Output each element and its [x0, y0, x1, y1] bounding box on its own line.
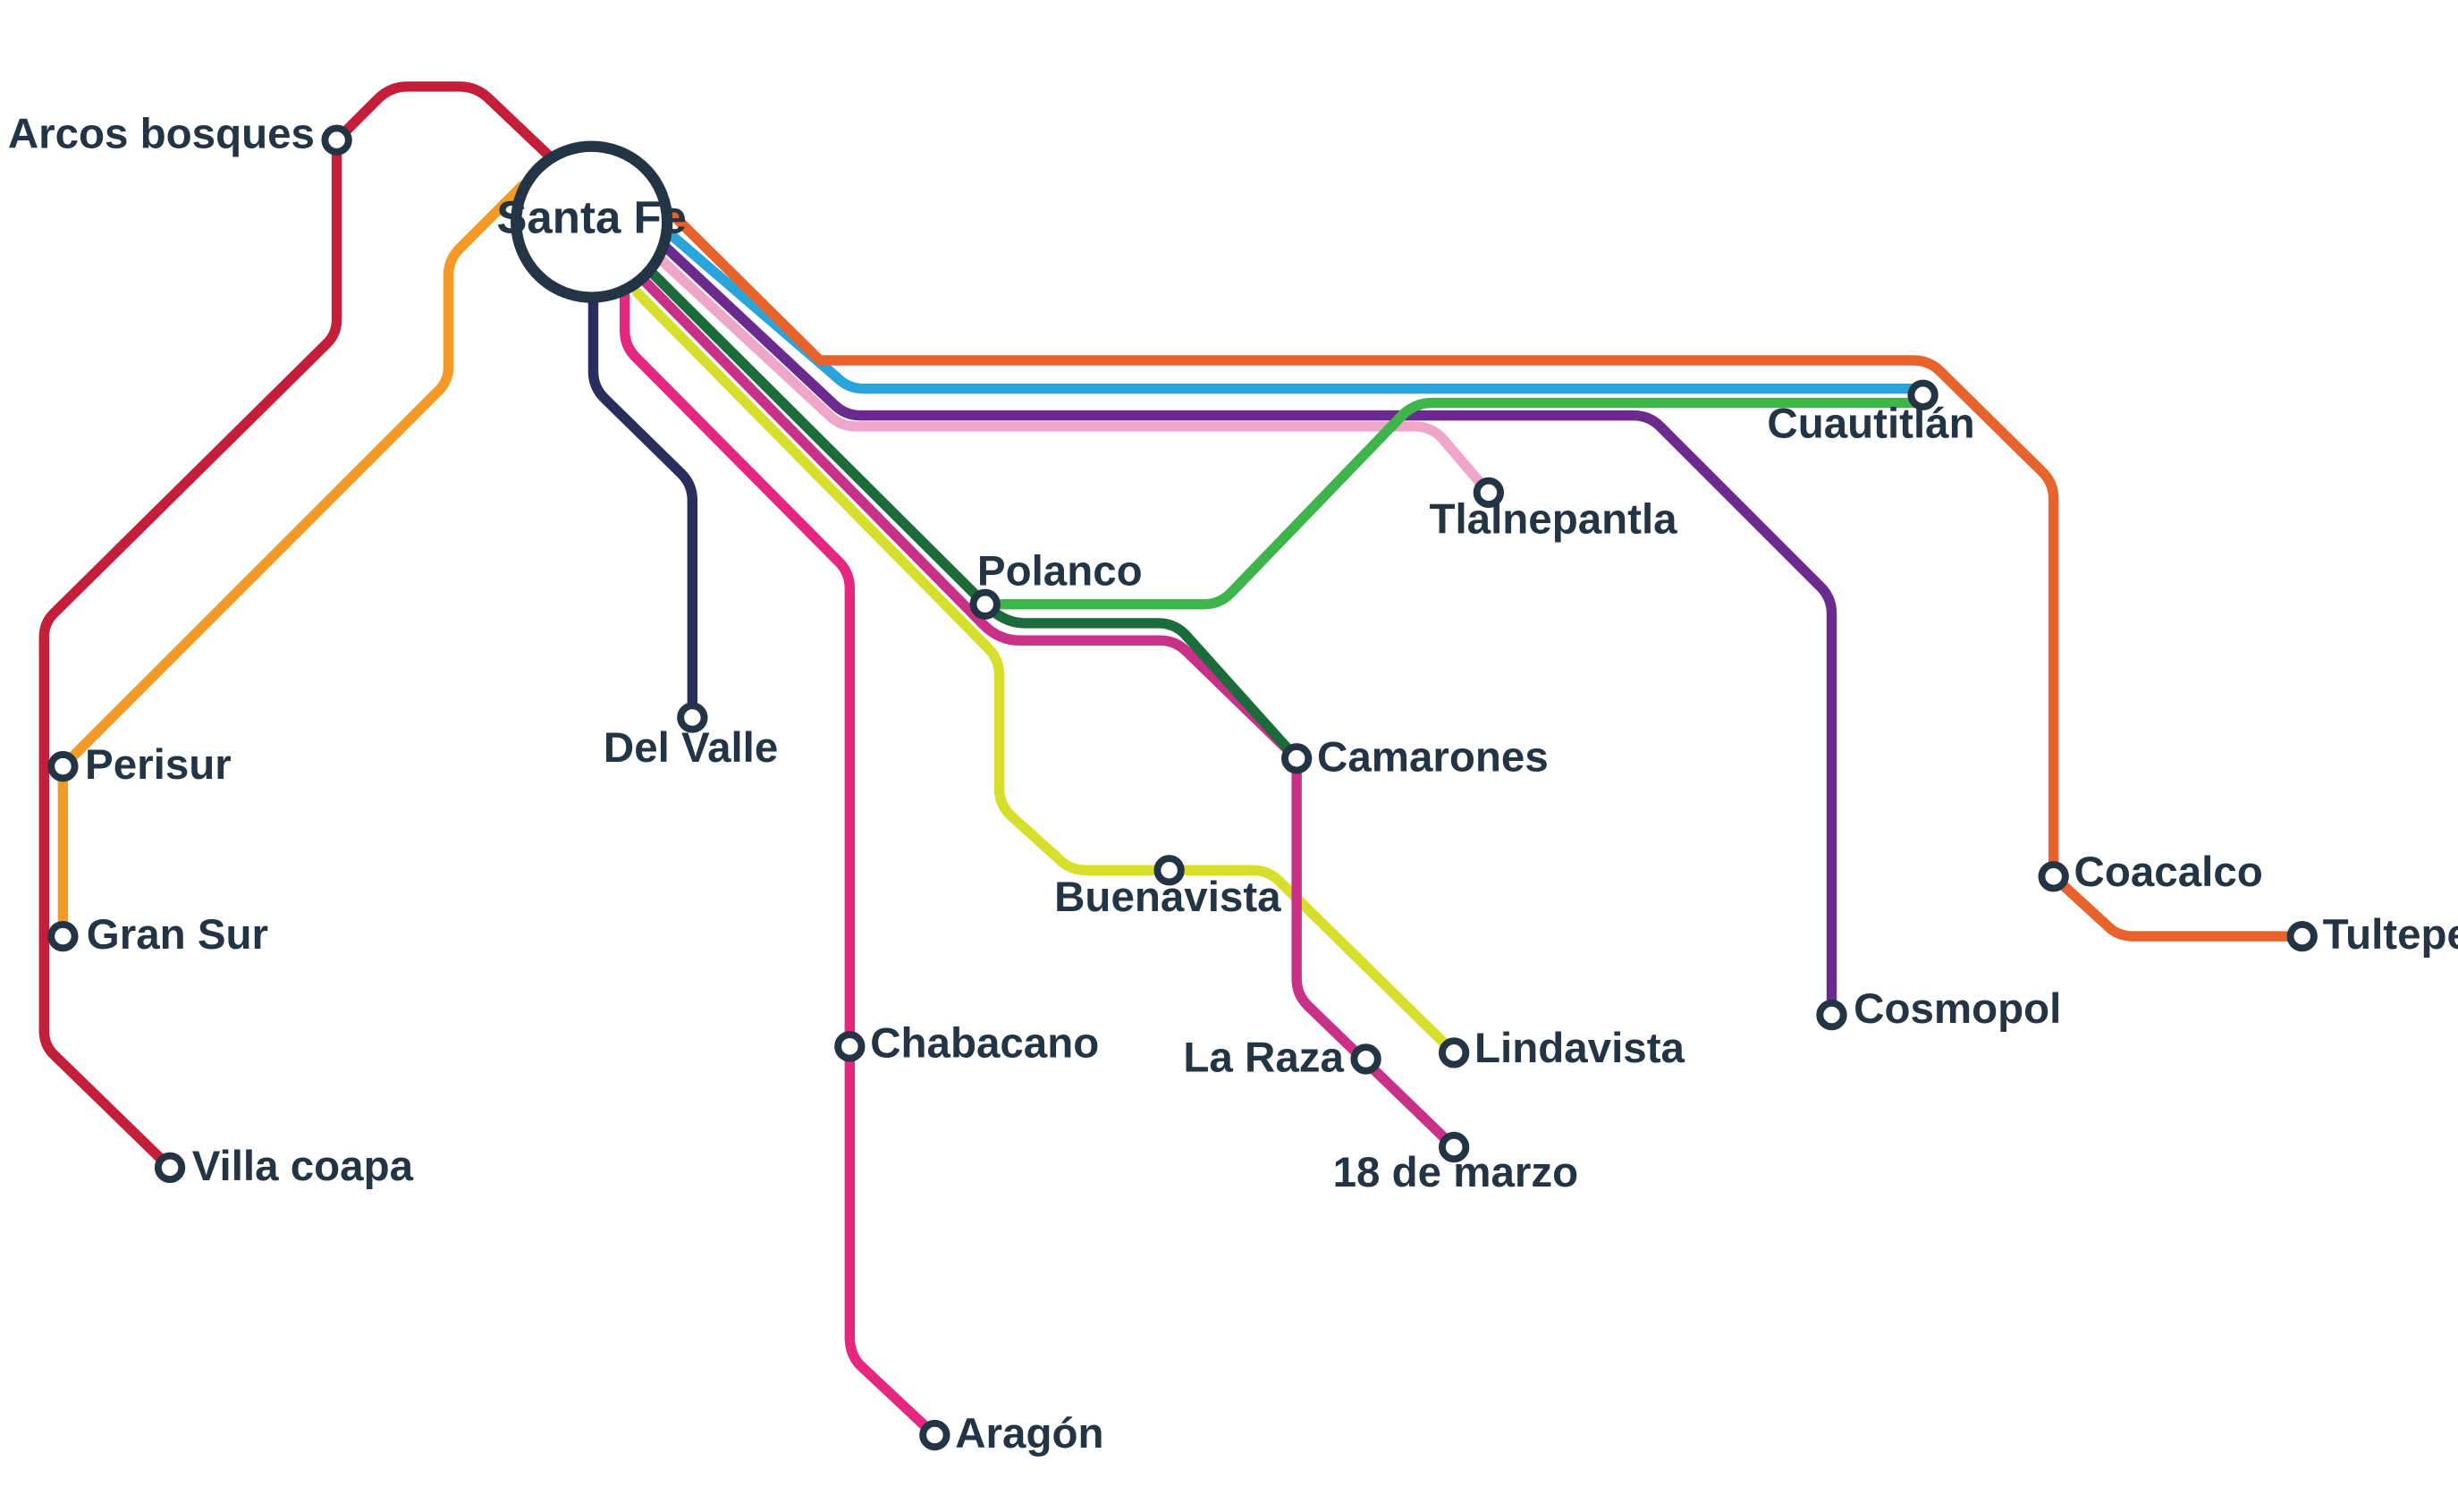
station-marker-perisur[interactable]	[47, 750, 79, 782]
station-label-arcos-bosques: Arcos bosques	[8, 110, 315, 157]
station-label-camarones: Camarones	[1317, 733, 1549, 781]
station-label-la-raza: La Raza	[1183, 1034, 1344, 1081]
station-marker-del-valle[interactable]	[677, 702, 708, 733]
station-label-tultepec: Tultepec	[2323, 911, 2458, 959]
station-marker-18-de-marzo[interactable]	[1438, 1131, 1470, 1163]
line-purple	[660, 241, 1837, 1020]
station-label-gran-sur: Gran Sur	[87, 911, 268, 959]
line-sky-blue	[663, 227, 1929, 394]
hub-marker-santa-fe[interactable]	[511, 140, 673, 303]
station-label-18-de-marzo: 18 de marzo	[1333, 1149, 1579, 1196]
station-label-polanco: Polanco	[977, 548, 1143, 596]
station-marker-camarones[interactable]	[1280, 743, 1313, 774]
line-pink-light	[655, 254, 1494, 498]
station-label-tlalnepantla: Tlalnepantla	[1429, 496, 1677, 544]
station-label-chabacano: Chabacano	[870, 1020, 1099, 1068]
line-orange-light	[57, 180, 528, 942]
station-marker-lindavista[interactable]	[1438, 1037, 1470, 1069]
hub-label: Santa Fe	[496, 191, 687, 242]
station-marker-la-raza[interactable]	[1350, 1043, 1381, 1075]
station-marker-arcos-bosques[interactable]	[321, 124, 352, 156]
station-label-aragon: Aragón	[955, 1410, 1103, 1457]
line-lime	[632, 287, 1459, 1059]
station-label-cosmopol: Cosmopol	[1854, 985, 2061, 1033]
line-red	[38, 81, 558, 1173]
line-mauve	[641, 278, 1459, 1153]
station-marker-villa-coapa[interactable]	[154, 1152, 186, 1184]
station-marker-tultepec[interactable]	[2286, 920, 2318, 952]
station-label-lindavista: Lindavista	[1474, 1025, 1685, 1072]
station-marker-tlalnepantla[interactable]	[1473, 477, 1505, 509]
station-label-del-valle: Del Valle	[604, 724, 778, 772]
station-marker-buenavista[interactable]	[1153, 855, 1185, 886]
line-navy	[587, 293, 698, 723]
station-marker-cuautitlan[interactable]	[1907, 379, 1939, 410]
station-marker-gran-sur[interactable]	[47, 920, 79, 952]
station-label-villa-coapa: Villa coapa	[192, 1143, 414, 1190]
station-marker-coacalco[interactable]	[2038, 861, 2069, 892]
station-label-cuautitlan: Cuautitlán	[1767, 400, 1974, 447]
station-label-coacalco: Coacalco	[2074, 849, 2263, 896]
station-marker-cosmopol[interactable]	[1816, 999, 1847, 1031]
station-label-perisur: Perisur	[85, 741, 232, 789]
station-marker-aragon[interactable]	[919, 1419, 950, 1451]
line-green	[979, 390, 1929, 610]
station-label-buenavista: Buenavista	[1054, 874, 1281, 921]
line-orange-red	[664, 207, 2308, 942]
station-marker-chabacano[interactable]	[834, 1031, 866, 1062]
line-magenta	[619, 291, 941, 1440]
station-marker-polanco[interactable]	[969, 588, 1001, 620]
